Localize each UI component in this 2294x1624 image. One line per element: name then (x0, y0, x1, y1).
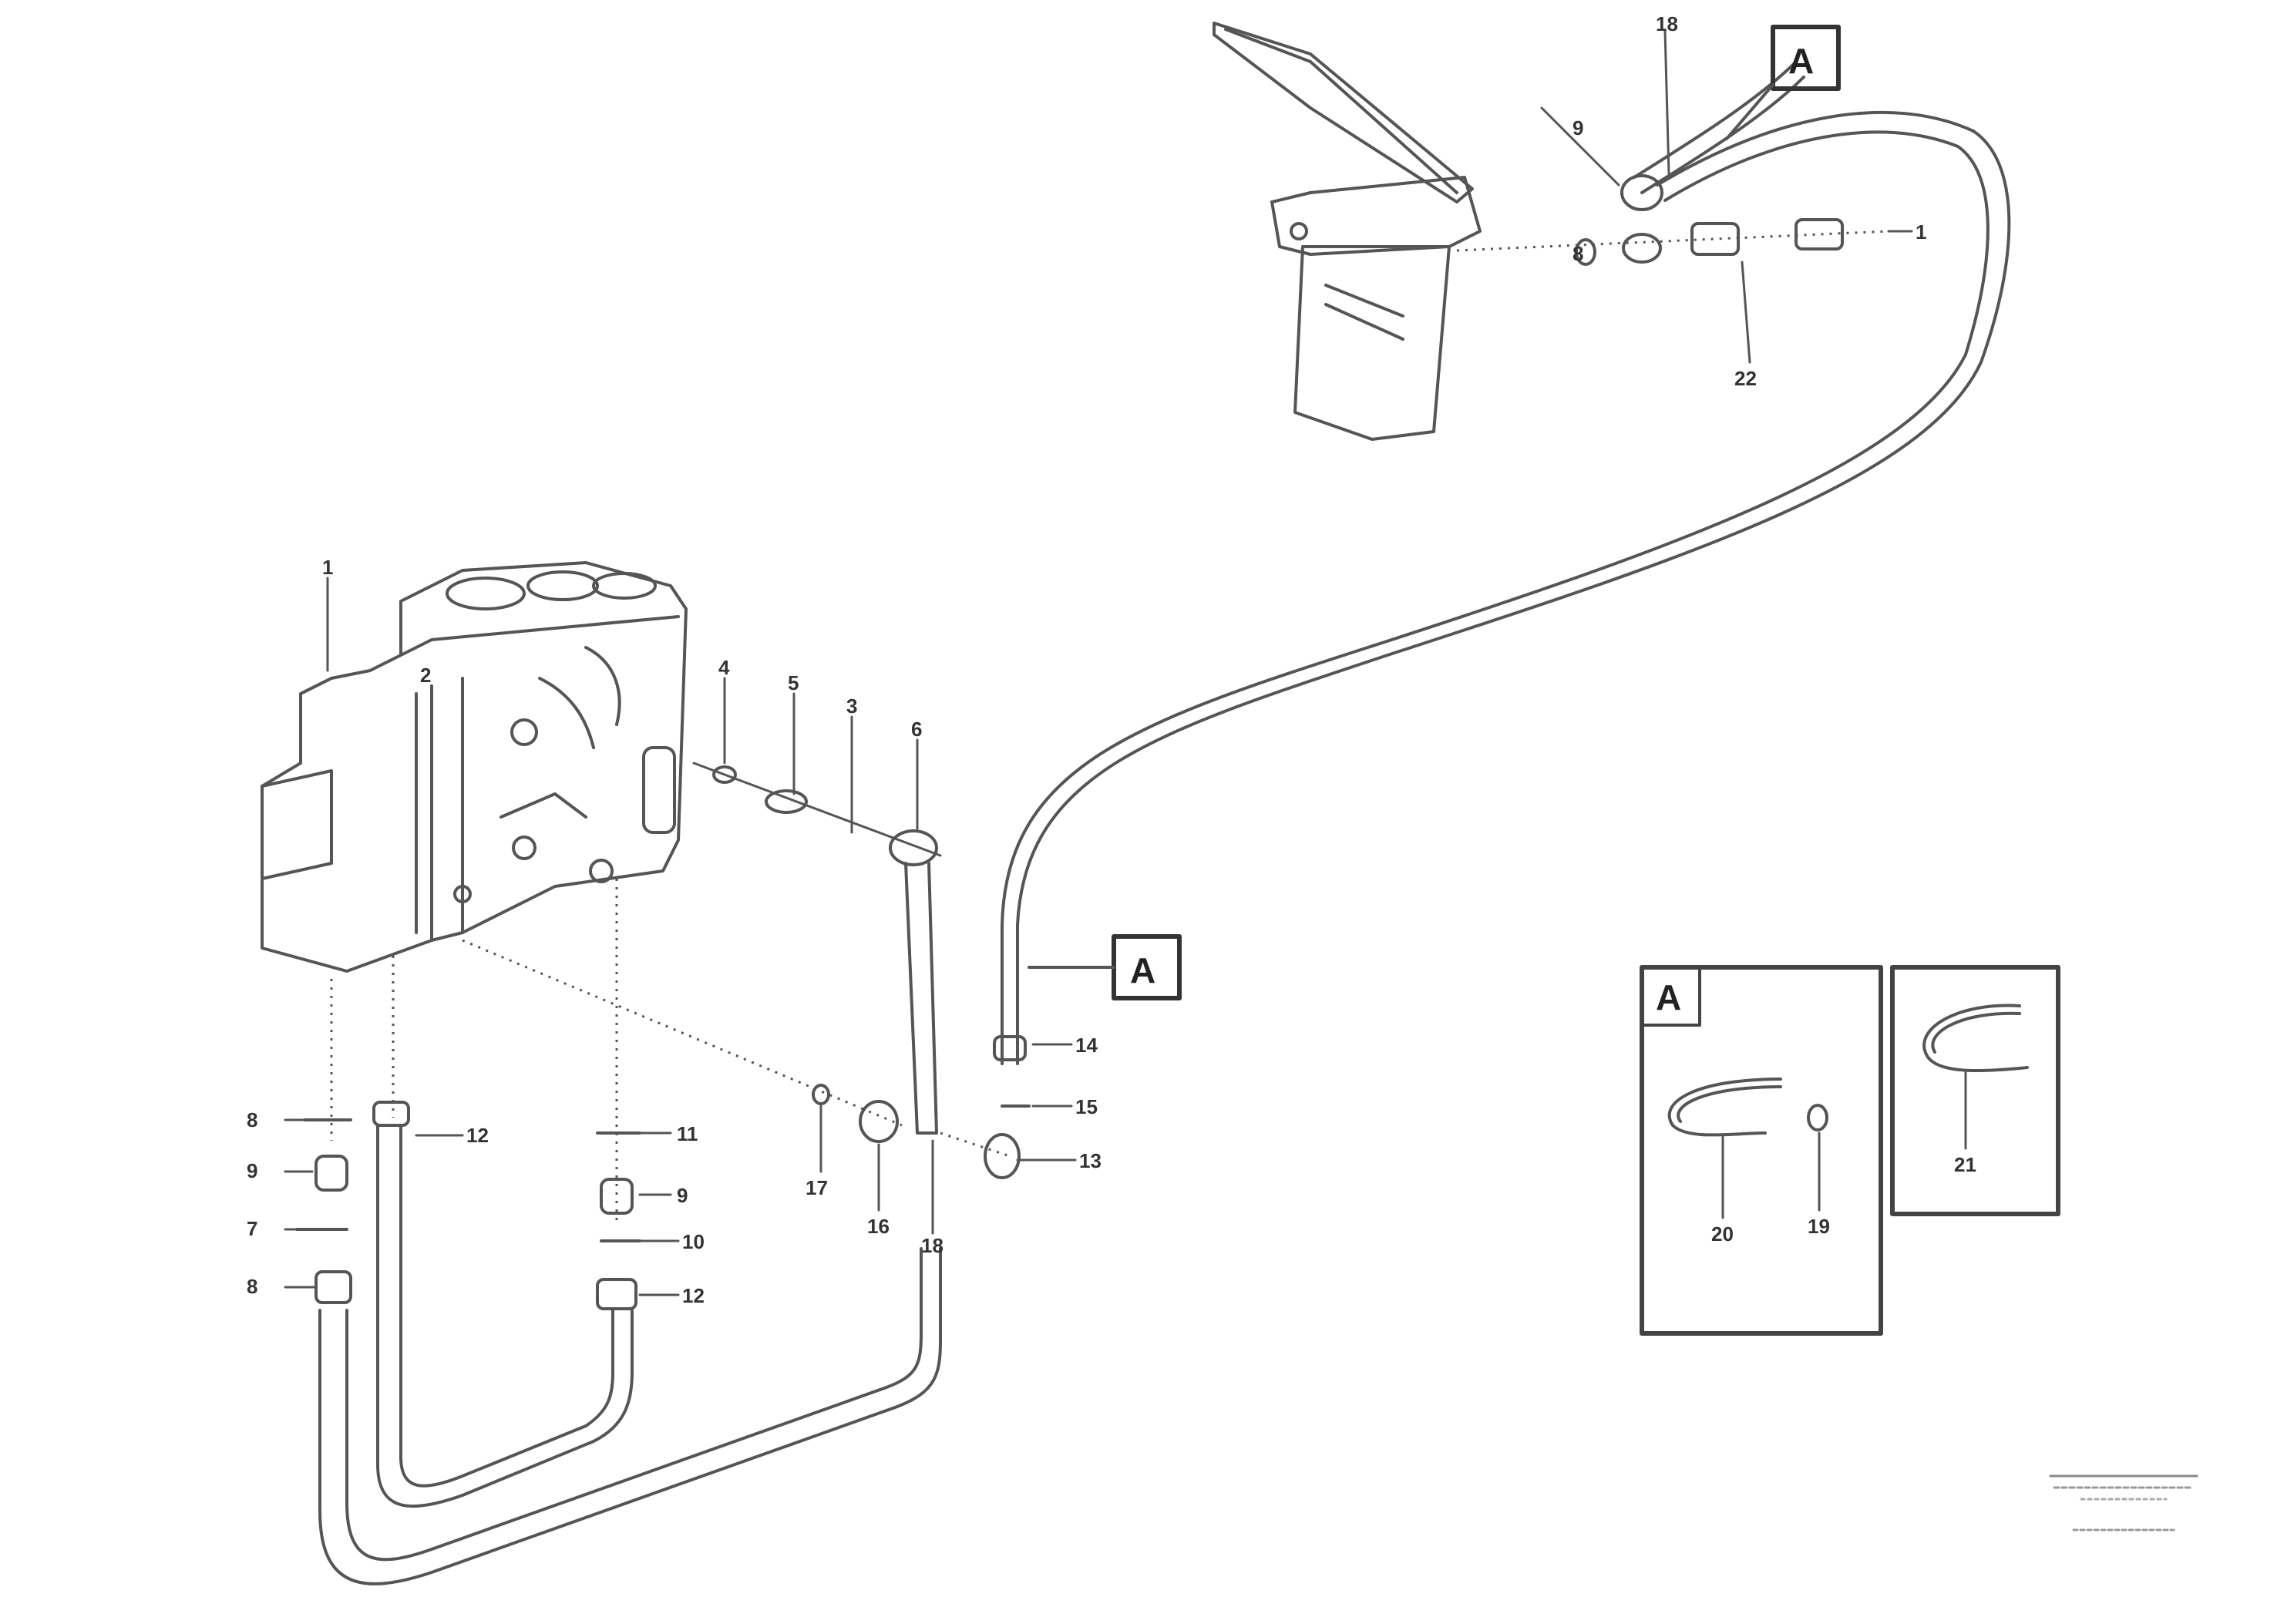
part-number-1b: 1 (1916, 220, 1926, 244)
part-number-22: 22 (1734, 367, 1757, 390)
detail-box-a: A (1640, 965, 1883, 1336)
pedal-fittings (1456, 29, 1913, 364)
callout-a-top: A (1725, 25, 1841, 140)
part-number-10: 10 (682, 1230, 705, 1253)
part-number-15: 15 (1075, 1095, 1098, 1118)
part-number-20: 20 (1711, 1222, 1734, 1246)
detail-box-a-label: A (1656, 977, 1681, 1017)
part-number-3: 3 (846, 694, 857, 718)
part-numbers: 1 2 4 5 3 6 8 9 7 8 12 11 9 10 12 14 15 … (247, 12, 1976, 1307)
callout-a-top-label: A (1788, 41, 1814, 81)
figure-reference (2049, 1474, 2198, 1532)
left-fitting-stack (295, 1101, 410, 1304)
right-fitting-stack (812, 1035, 1031, 1179)
part-number-11: 11 (677, 1122, 698, 1145)
part-number-18b: 18 (1656, 12, 1678, 35)
valve-side-fittings (692, 677, 942, 1135)
part-number-1: 1 (322, 556, 333, 579)
part-number-21: 21 (1954, 1153, 1976, 1176)
part-number-8a: 8 (247, 1108, 257, 1131)
main-brake-pipe (1001, 60, 2011, 1065)
part-number-9b: 9 (677, 1184, 688, 1207)
part-number-9c: 9 (1572, 116, 1583, 140)
part-number-13: 13 (1079, 1149, 1102, 1172)
brake-pedal-assembly (1213, 22, 1482, 441)
part-number-6: 6 (911, 718, 922, 741)
part-number-18a: 18 (921, 1234, 944, 1257)
valve-block (261, 561, 688, 973)
callout-a-pipe: A (1028, 934, 1182, 1000)
part-number-12b: 12 (682, 1284, 705, 1307)
part-number-4: 4 (718, 656, 730, 679)
part-number-12a: 12 (466, 1124, 489, 1147)
callout-a-pipe-label: A (1130, 950, 1155, 990)
lower-hoses (318, 1124, 942, 1585)
part-number-2: 2 (420, 664, 431, 687)
part-number-17: 17 (806, 1176, 828, 1199)
middle-fitting-stack (596, 1131, 641, 1310)
part-number-leaders (284, 577, 1077, 1296)
part-number-19: 19 (1808, 1215, 1830, 1238)
detail-box-b (1890, 965, 2060, 1216)
part-number-7: 7 (247, 1217, 257, 1240)
part-number-8b: 8 (247, 1275, 257, 1298)
assembly-leader-lines (330, 879, 1011, 1226)
part-number-9a: 9 (247, 1159, 257, 1182)
part-number-8c: 8 (1572, 242, 1583, 265)
part-number-5: 5 (788, 671, 799, 694)
part-number-14: 14 (1075, 1034, 1098, 1057)
part-number-16: 16 (867, 1215, 890, 1238)
